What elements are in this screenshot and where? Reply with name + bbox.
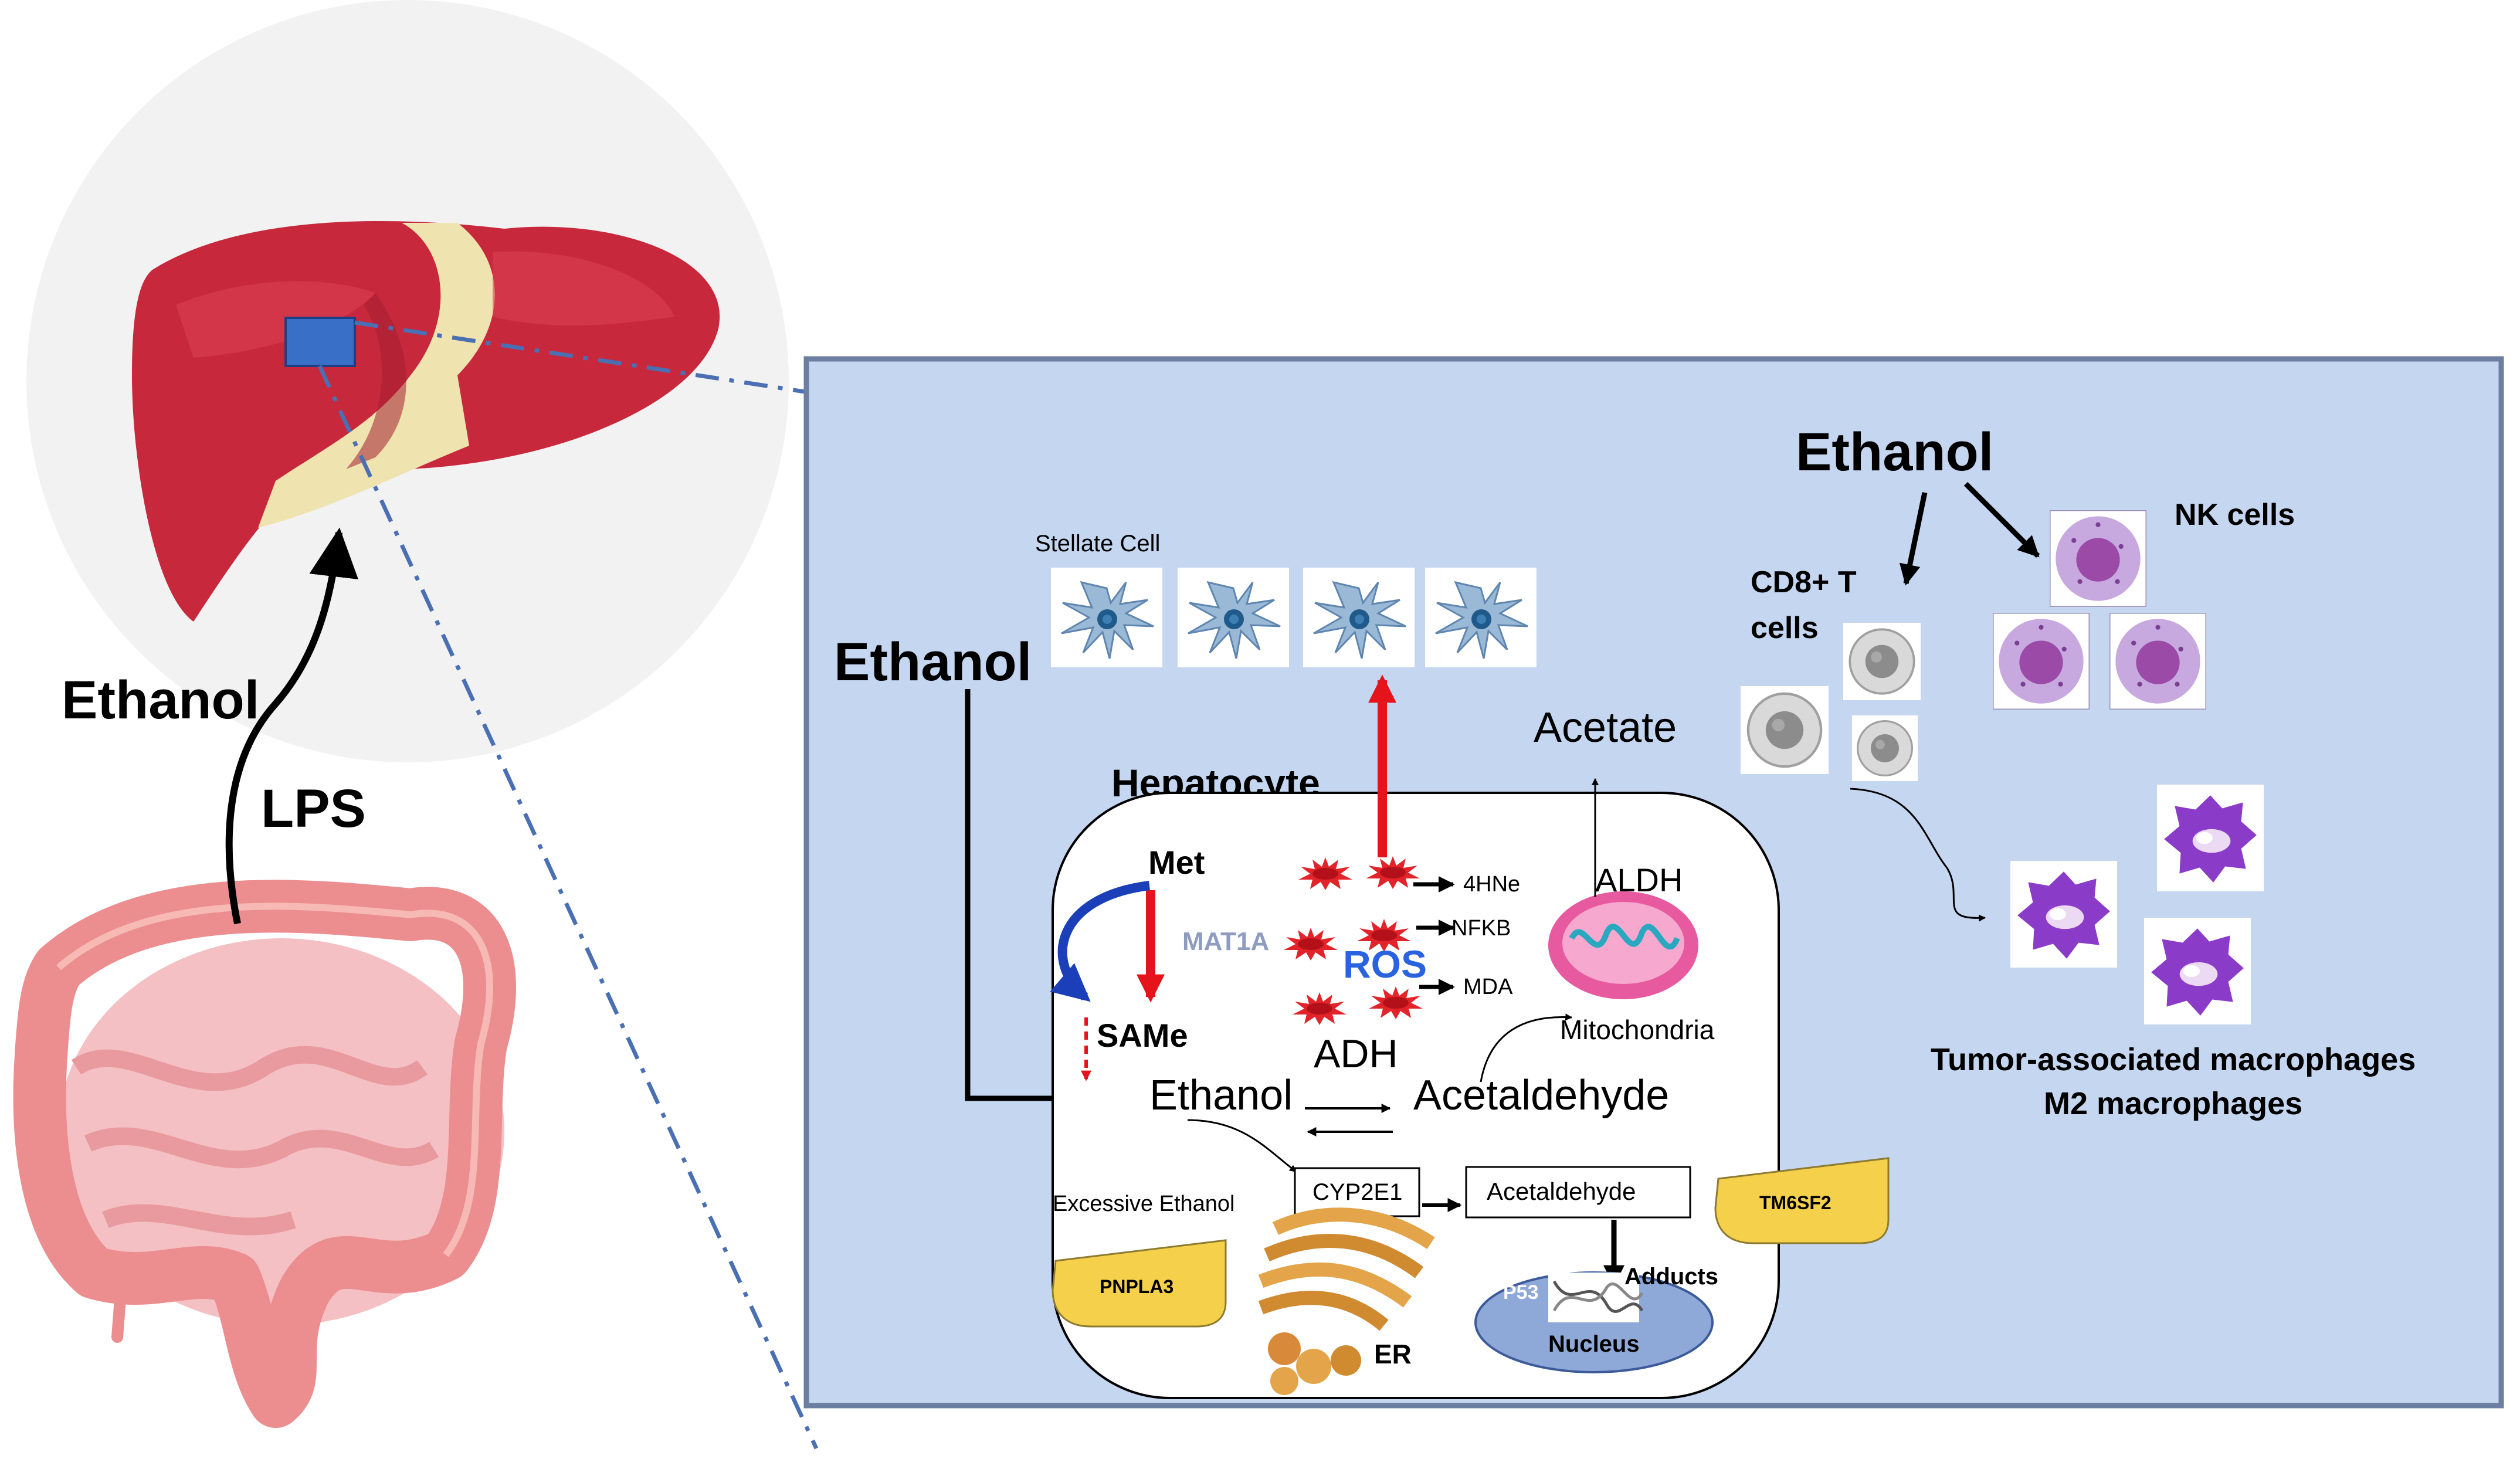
stellate-cell-2 <box>1178 568 1289 667</box>
er-label: ER <box>1374 1339 1412 1369</box>
macrophage-1 <box>2157 785 2264 891</box>
adh-label: ADH <box>1314 1032 1398 1076</box>
nucleus-label: Nucleus <box>1548 1331 1640 1357</box>
ethanol-label-left: Ethanol <box>62 670 259 730</box>
acetaldehyde-box-label: Acetaldehyde <box>1487 1178 1636 1205</box>
met-label: Met <box>1148 844 1205 881</box>
pnpla3-badge <box>1052 1239 1227 1328</box>
cd8-t-cell-1 <box>1843 623 1921 700</box>
macrophage-2 <box>2010 861 2117 968</box>
er-organelle-icon <box>1258 1207 1435 1395</box>
tm6sf2-label: TM6SF2 <box>1759 1192 1832 1213</box>
tam-label-line2: M2 macrophages <box>2044 1086 2302 1121</box>
same-label: SAMe <box>1097 1017 1188 1054</box>
liver-illustration <box>132 220 720 622</box>
excessive-ethanol-label: Excessive Ethanol <box>1053 1192 1235 1216</box>
tam-label-line1: Tumor-associated macrophages <box>1931 1042 2416 1077</box>
tm6sf2-badge <box>1714 1157 1890 1244</box>
acetate-label: Acetate <box>1534 704 1677 751</box>
ethanol-label-hepatocyte: Ethanol <box>1149 1072 1293 1119</box>
adducts-label: Adducts <box>1624 1264 1718 1290</box>
cyp2e1-label: CYP2E1 <box>1312 1179 1402 1205</box>
ros-label: ROS <box>1343 942 1427 986</box>
liver-zoom-box <box>284 317 356 367</box>
mitochondria-icon <box>1548 891 1698 999</box>
cyp2e1-box <box>1294 1167 1420 1217</box>
mda-label: MDA <box>1463 975 1513 999</box>
aldh-label: ALDH <box>1595 861 1683 898</box>
stellate-cell-label: Stellate Cell <box>1035 531 1160 557</box>
zoom-dash-lines <box>317 320 819 1450</box>
ethanol-label-immune: Ethanol <box>1796 422 1993 482</box>
acetaldehyde-label-adh: Acetaldehyde <box>1413 1072 1669 1119</box>
mat1a-cycle-arrow <box>1050 881 1150 1002</box>
lps-label: LPS <box>261 779 366 839</box>
acetaldehyde-box <box>1465 1166 1691 1219</box>
ros-product-arrows <box>1413 876 1455 995</box>
nucleus-icon <box>1474 1271 1714 1373</box>
macrophage-3 <box>2144 918 2251 1024</box>
p53-label: P53 <box>1503 1281 1539 1304</box>
cd8-label-line1: CD8+ T <box>1751 565 1857 599</box>
acetaldehyde-to-mito-arrow <box>1480 1013 1573 1083</box>
mitochondria-label: Mitochondria <box>1560 1014 1715 1045</box>
tcell-to-macrophage-arrow <box>1850 788 1986 922</box>
4hne-label: 4HNe <box>1463 872 1520 897</box>
ethanol-immune-arrows <box>1899 481 2040 586</box>
nfkb-label: NFKB <box>1451 916 1511 941</box>
nk-cells-label: NK cells <box>2175 498 2295 532</box>
nk-cell-2 <box>1993 613 2090 710</box>
nk-cell-3 <box>2109 613 2206 710</box>
cd8-t-cell-3 <box>1852 715 1918 781</box>
intestine-illustration <box>13 880 516 1428</box>
mat1a-label: MAT1A <box>1182 927 1269 956</box>
adh-equilibrium-arrows <box>1305 1104 1393 1136</box>
nk-cell-1 <box>2050 510 2146 607</box>
stellate-cell-3 <box>1303 568 1415 667</box>
stellate-cell-1 <box>1051 568 1162 667</box>
ethanol-to-cyp2e1-arrow <box>1187 1119 1297 1173</box>
cd8-t-cell-2 <box>1741 686 1829 774</box>
gut-to-liver-arrow <box>225 527 358 925</box>
ethanol-label-panel: Ethanol <box>834 632 1032 692</box>
cd8-label-line2: cells <box>1751 611 1819 645</box>
pnpla3-label: PNPLA3 <box>1100 1276 1173 1297</box>
stellate-cell-4 <box>1425 568 1537 667</box>
